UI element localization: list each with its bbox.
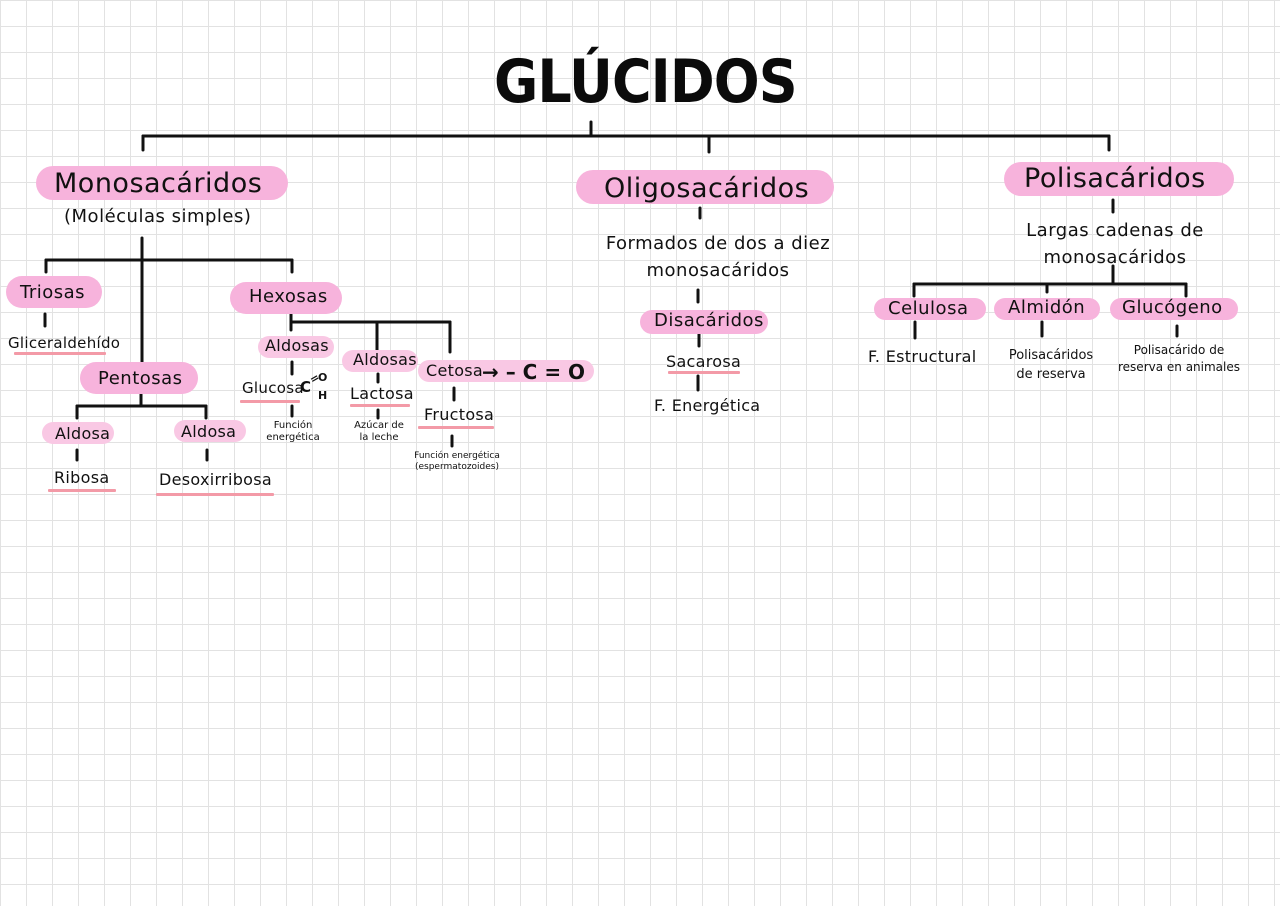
poli-label: Polisacáridos bbox=[1024, 163, 1206, 194]
mono-highlight bbox=[36, 166, 288, 200]
desoxirribosa-underline bbox=[156, 493, 274, 496]
aldosa2-highlight bbox=[174, 420, 246, 442]
poli-desc-line2: monosacáridos bbox=[1043, 247, 1187, 268]
hexosas-highlight bbox=[230, 282, 342, 314]
aldosas2-label: Aldosas bbox=[353, 350, 417, 369]
aldosa2-label: Aldosa bbox=[181, 422, 237, 441]
sacarosa-function: F. Energética bbox=[654, 396, 761, 415]
fructosa-underline bbox=[418, 426, 494, 429]
formula-h: H bbox=[318, 389, 328, 402]
glucogeno-function-line1: Polisacárido de bbox=[1133, 343, 1225, 357]
aldosa1-highlight bbox=[42, 422, 114, 444]
oligo-highlight bbox=[576, 170, 834, 204]
formula-o: O bbox=[318, 371, 328, 384]
mono-desc: (Moléculas simples) bbox=[64, 206, 252, 227]
lactosa-note: Azúcar de la leche bbox=[350, 420, 408, 444]
hexosas-label: Hexosas bbox=[249, 286, 328, 307]
ribosa-example: Ribosa bbox=[54, 468, 110, 487]
glucosa-formula: C = O H bbox=[300, 371, 330, 404]
cetosa-label: Cetosa bbox=[426, 361, 484, 380]
fructosa-function-line1: Función energética bbox=[414, 451, 500, 461]
triosas-label: Triosas bbox=[20, 282, 86, 303]
aldosas1-highlight bbox=[258, 336, 334, 358]
fructosa-example: Fructosa bbox=[424, 405, 495, 424]
lactosa-note-line2: la leche bbox=[359, 432, 399, 443]
oligo-desc-line2: monosacáridos bbox=[646, 260, 790, 281]
cetosa-formula: → – C = O bbox=[482, 360, 586, 384]
aldosa1-label: Aldosa bbox=[55, 424, 111, 443]
poli-desc: Largas cadenas de monosacáridos bbox=[1020, 217, 1210, 271]
poli-desc-line1: Largas cadenas de bbox=[1026, 220, 1204, 241]
celulosa-highlight bbox=[874, 298, 986, 320]
glucosa-function-line2: energética bbox=[266, 432, 320, 443]
lactosa-underline bbox=[350, 404, 410, 407]
fructosa-function: Función energética (espermatozoides) bbox=[412, 451, 502, 473]
almidon-highlight bbox=[994, 298, 1100, 320]
glucogeno-label: Glucógeno bbox=[1122, 297, 1223, 318]
aldosas2-highlight bbox=[342, 350, 418, 372]
glucogeno-function: Polisacárido de reserva en animales bbox=[1112, 342, 1246, 377]
glucosa-example: Glucosa bbox=[242, 379, 304, 397]
almidon-function-line2: de reserva bbox=[1016, 366, 1086, 382]
gliceraldehido-underline bbox=[14, 352, 106, 355]
page-title: GLÚCIDOS bbox=[494, 47, 798, 117]
almidon-label: Almidón bbox=[1008, 297, 1086, 318]
formula-c: C bbox=[300, 378, 312, 396]
fructosa-function-line2: (espermatozoides) bbox=[414, 461, 500, 472]
almidon-function-line1: Polisacáridos bbox=[1008, 348, 1094, 363]
celulosa-function: F. Estructural bbox=[868, 347, 977, 366]
lactosa-example: Lactosa bbox=[350, 384, 414, 403]
oligo-label: Oligosacáridos bbox=[604, 173, 810, 204]
desoxirribosa-example: Desoxirribosa bbox=[159, 470, 273, 489]
pentosas-highlight bbox=[80, 362, 198, 394]
glucosa-function-line1: Función bbox=[273, 420, 313, 431]
disacaridos-label: Disacáridos bbox=[654, 310, 764, 331]
disacaridos-highlight bbox=[640, 310, 768, 334]
poli-highlight bbox=[1004, 162, 1234, 196]
celulosa-label: Celulosa bbox=[888, 298, 969, 319]
sacarosa-example: Sacarosa bbox=[666, 352, 742, 371]
glucogeno-function-line2: reserva en animales bbox=[1118, 360, 1240, 375]
pentosas-label: Pentosas bbox=[98, 368, 183, 389]
oligo-desc-line1: Formados de dos a diez bbox=[605, 233, 831, 254]
oligo-desc: Formados de dos a diez monosacáridos bbox=[598, 230, 838, 284]
triosas-highlight bbox=[6, 276, 102, 308]
sacarosa-underline bbox=[668, 371, 740, 374]
ribosa-underline bbox=[48, 489, 116, 492]
triosas-example: Gliceraldehído bbox=[8, 334, 121, 352]
cetosa-highlight bbox=[418, 360, 594, 382]
almidon-function: Polisacáridos de reserva bbox=[996, 347, 1106, 385]
glucosa-function: Función energética bbox=[262, 420, 324, 444]
mono-label: Monosacáridos bbox=[54, 168, 263, 199]
lactosa-note-line1: Azúcar de bbox=[354, 420, 404, 431]
glucosa-underline bbox=[240, 400, 300, 403]
aldosas1-label: Aldosas bbox=[265, 336, 329, 355]
glucogeno-highlight bbox=[1110, 298, 1238, 320]
